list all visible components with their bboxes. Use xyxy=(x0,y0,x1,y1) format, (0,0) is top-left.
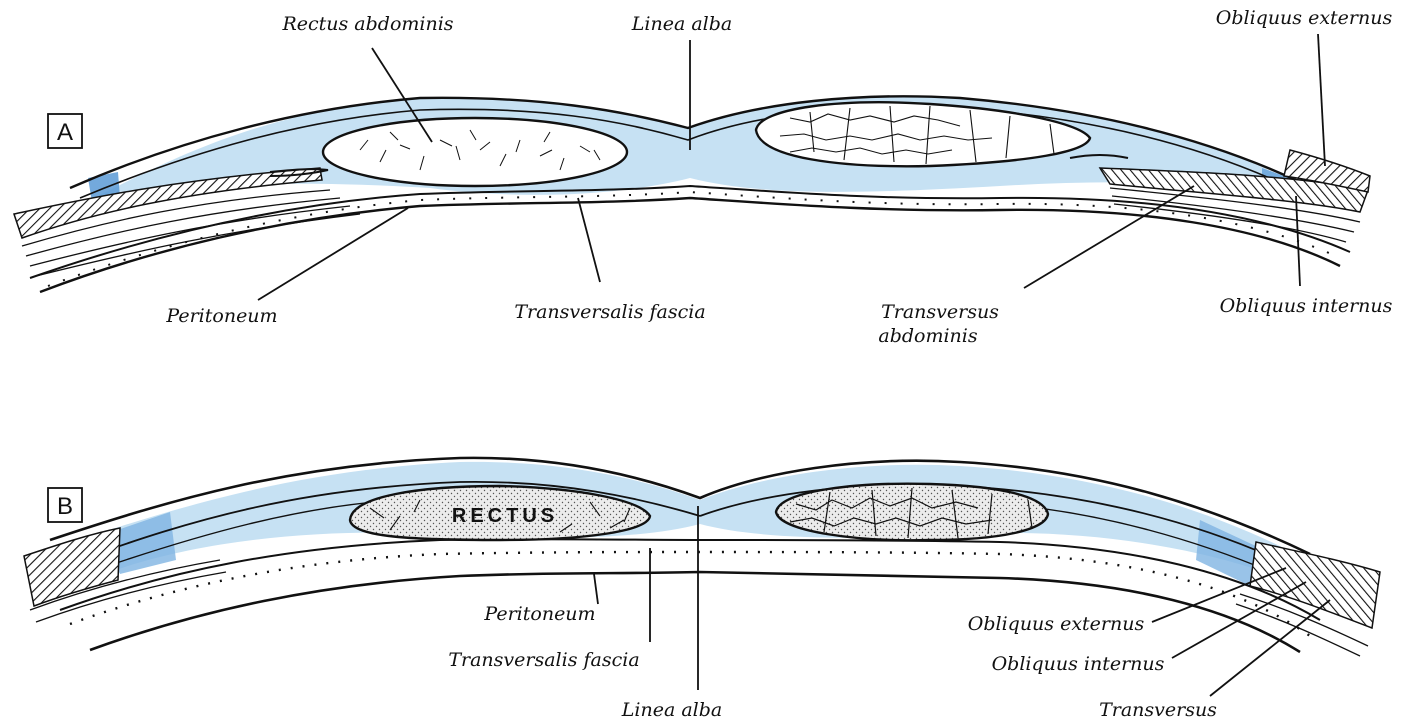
label-a-transversus-line1: Transversus xyxy=(881,301,999,323)
label-a-peritoneum: Peritoneum xyxy=(165,305,277,327)
label-a-linea-alba: Linea alba xyxy=(631,13,732,35)
label-a-obliquus-internus: Obliquus internus xyxy=(1220,295,1393,317)
panel-b: B RECTUS xyxy=(24,458,1380,721)
panel-b-right-lateral-muscles xyxy=(1250,542,1380,628)
panel-b-letter: B xyxy=(57,493,73,520)
panel-a-letter-box: A xyxy=(48,114,82,148)
label-a-rectus-abdominis: Rectus abdominis xyxy=(281,13,453,35)
panel-a-letter: A xyxy=(57,119,73,146)
label-b-transversalis-fascia: Transversalis fascia xyxy=(448,649,639,671)
panel-a-rectus-sheath xyxy=(80,96,1290,205)
panel-a: A xyxy=(14,7,1393,347)
label-a-transversus-line2: abdominis xyxy=(878,325,977,347)
label-b-obliquus-internus: Obliquus internus xyxy=(992,653,1165,675)
label-a-transversalis-fascia: Transversalis fascia xyxy=(514,301,705,323)
panel-b-letter-box: B xyxy=(48,488,82,522)
label-b-peritoneum: Peritoneum xyxy=(483,603,595,625)
panel-b-rectus-word: RECTUS xyxy=(452,505,558,527)
label-b-obliquus-externus: Obliquus externus xyxy=(968,613,1145,635)
label-a-obliquus-externus: Obliquus externus xyxy=(1216,7,1393,29)
panel-a-rectus-left xyxy=(323,118,627,186)
label-b-linea-alba: Linea alba xyxy=(621,699,722,721)
label-b-transversus: Transversus xyxy=(1099,699,1217,721)
